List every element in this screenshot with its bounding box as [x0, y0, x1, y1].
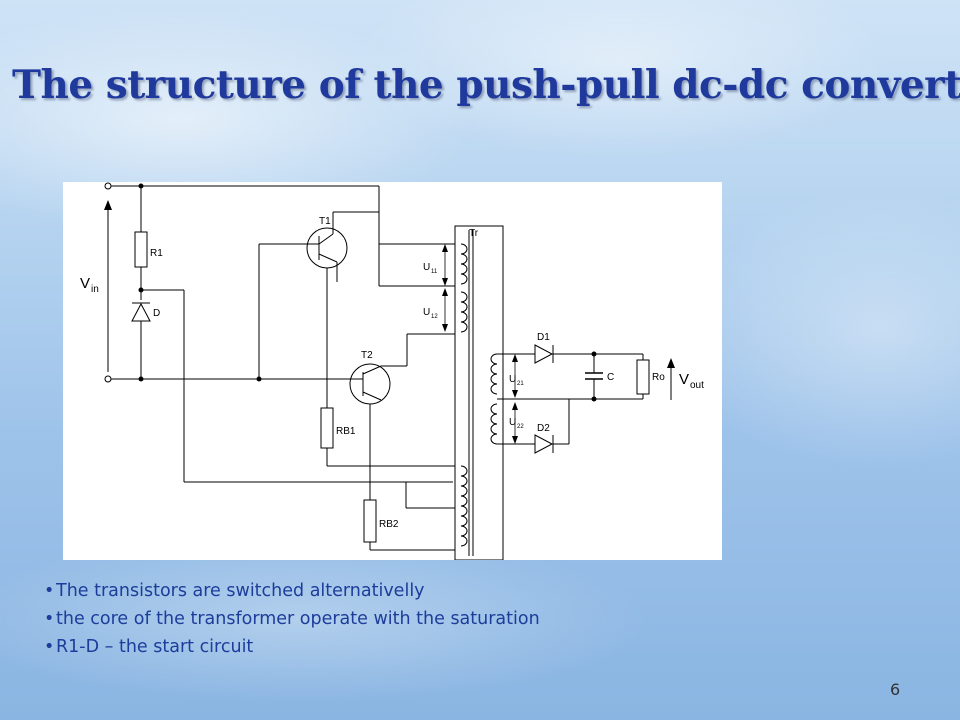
- label-tr: Tr: [469, 228, 479, 239]
- label-r1: R1: [150, 248, 163, 259]
- winding-u11: [460, 243, 468, 285]
- resistor-rb2: [363, 499, 377, 543]
- label-d2: D2: [537, 423, 550, 434]
- resistor-r1: [134, 231, 148, 268]
- label-u22: U: [509, 417, 516, 428]
- bullet-item: •The transistors are switched alternativ…: [44, 577, 540, 605]
- bullet-item: •the core of the transformer operate wit…: [44, 605, 540, 633]
- vin-top-terminal: [104, 182, 112, 190]
- bullet-list: •The transistors are switched alternativ…: [44, 577, 540, 661]
- resistor-ro: [636, 359, 650, 395]
- transistor-t2: [349, 363, 391, 405]
- bullet-marker: •: [44, 581, 55, 601]
- bullet-marker: •: [44, 637, 55, 657]
- label-d1: D1: [537, 332, 550, 343]
- label-ro: Ro: [652, 372, 665, 383]
- label-c: C: [607, 372, 614, 383]
- diode-d1: [534, 344, 554, 364]
- label-vout: V: [679, 371, 689, 388]
- slide-title: The structure of the push-pull dc-dc con…: [12, 62, 960, 108]
- label-vin-sub: in: [91, 284, 99, 295]
- label-vout-sub: out: [690, 380, 704, 391]
- label-vin: V: [80, 275, 90, 292]
- bullet-text: The transistors are switched alternative…: [56, 581, 425, 601]
- label-rb2: RB2: [379, 519, 399, 530]
- diode-d: [131, 302, 151, 322]
- circuit-schematic: V in R1 D T1 T2 RB1 RB2 Tr U 11 U 12 U 2…: [80, 182, 704, 560]
- transformer-tr: [454, 225, 504, 560]
- label-u22-sub: 22: [517, 424, 524, 430]
- circuit-diagram: V in R1 D T1 T2 RB1 RB2 Tr U 11 U 12 U 2…: [63, 182, 722, 560]
- bullet-text: R1-D – the start circuit: [56, 637, 254, 657]
- label-t2: T2: [361, 350, 373, 361]
- label-d: D: [153, 308, 160, 319]
- page-number: 6: [890, 680, 901, 699]
- diode-d2: [534, 434, 554, 454]
- bullet-marker: •: [44, 609, 55, 629]
- label-u12-sub: 12: [431, 314, 438, 320]
- transistor-t1: [306, 227, 348, 269]
- label-u21-sub: 21: [517, 381, 524, 387]
- label-t1: T1: [319, 216, 331, 227]
- vin-bottom-terminal: [104, 375, 112, 383]
- label-u11-sub: 11: [431, 269, 438, 275]
- bullet-text: the core of the transformer operate with…: [56, 609, 540, 629]
- label-u11: U: [423, 262, 430, 273]
- label-u21: U: [509, 374, 516, 385]
- label-u12: U: [423, 307, 430, 318]
- resistor-rb1: [320, 407, 334, 449]
- winding-base: [460, 465, 468, 547]
- bullet-item: •R1-D – the start circuit: [44, 633, 540, 661]
- label-rb1: RB1: [336, 426, 356, 437]
- winding-u12: [460, 291, 468, 333]
- winding-u21: [490, 353, 498, 395]
- winding-u22: [490, 403, 498, 445]
